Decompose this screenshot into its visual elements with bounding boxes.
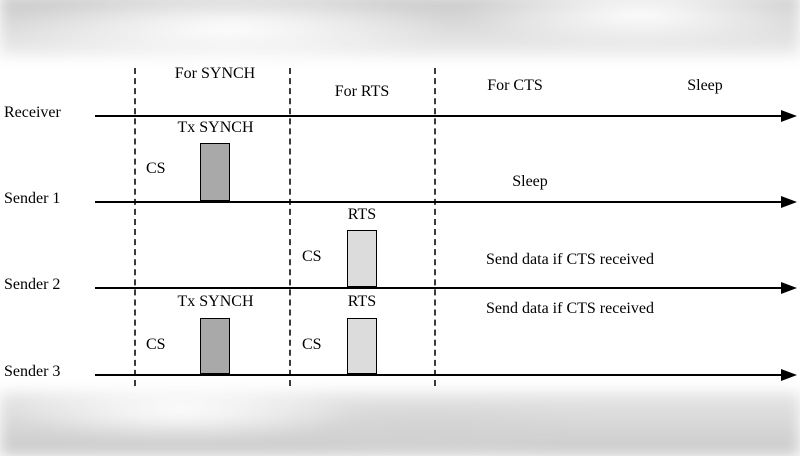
arrow-head-icon (781, 282, 797, 294)
arrow-head-icon (781, 110, 797, 122)
phase-divider-1 (134, 68, 136, 386)
sender3-tx-synch-label: Tx SYNCH (177, 293, 254, 310)
phase-label-for-cts: For CTS (487, 77, 543, 94)
phase-label-sleep: Sleep (687, 77, 723, 94)
phase-label-for-rts: For RTS (334, 83, 390, 100)
sender3-rts-pulse (347, 318, 377, 374)
sender2-send-data-note: Send data if CTS received (486, 251, 654, 268)
arrow-head-icon (781, 369, 797, 381)
sender1-cs-label: CS (146, 160, 166, 177)
row-label-receiver: Receiver (4, 104, 61, 121)
phase-divider-2 (289, 68, 291, 386)
sender3-cs-label-2: CS (302, 336, 322, 353)
background-blur-bottom (0, 392, 800, 456)
sender2-cs-label: CS (302, 248, 322, 265)
timeline-sender-3 (95, 374, 783, 376)
arrow-head-icon (781, 196, 797, 208)
row-label-sender-2: Sender 2 (4, 276, 61, 293)
timeline-sender-2 (95, 287, 783, 289)
timeline-receiver (95, 115, 783, 117)
row-label-sender-1: Sender 1 (4, 190, 61, 207)
sender1-synch-pulse (200, 143, 230, 201)
sender1-sleep-note: Sleep (512, 173, 548, 190)
sender3-rts-label: RTS (347, 293, 377, 310)
sender3-send-data-note: Send data if CTS received (486, 300, 654, 317)
phase-divider-3 (434, 68, 436, 386)
background-blur-top (0, 0, 800, 56)
sender1-tx-synch-label: Tx SYNCH (177, 119, 254, 136)
sender3-synch-pulse (200, 318, 230, 374)
row-label-sender-3: Sender 3 (4, 363, 61, 380)
phase-label-for-synch: For SYNCH (174, 65, 256, 82)
sender2-rts-pulse (347, 230, 377, 287)
sender2-rts-label: RTS (347, 206, 377, 223)
timeline-sender-1 (95, 201, 783, 203)
sender3-cs-label-1: CS (146, 336, 166, 353)
